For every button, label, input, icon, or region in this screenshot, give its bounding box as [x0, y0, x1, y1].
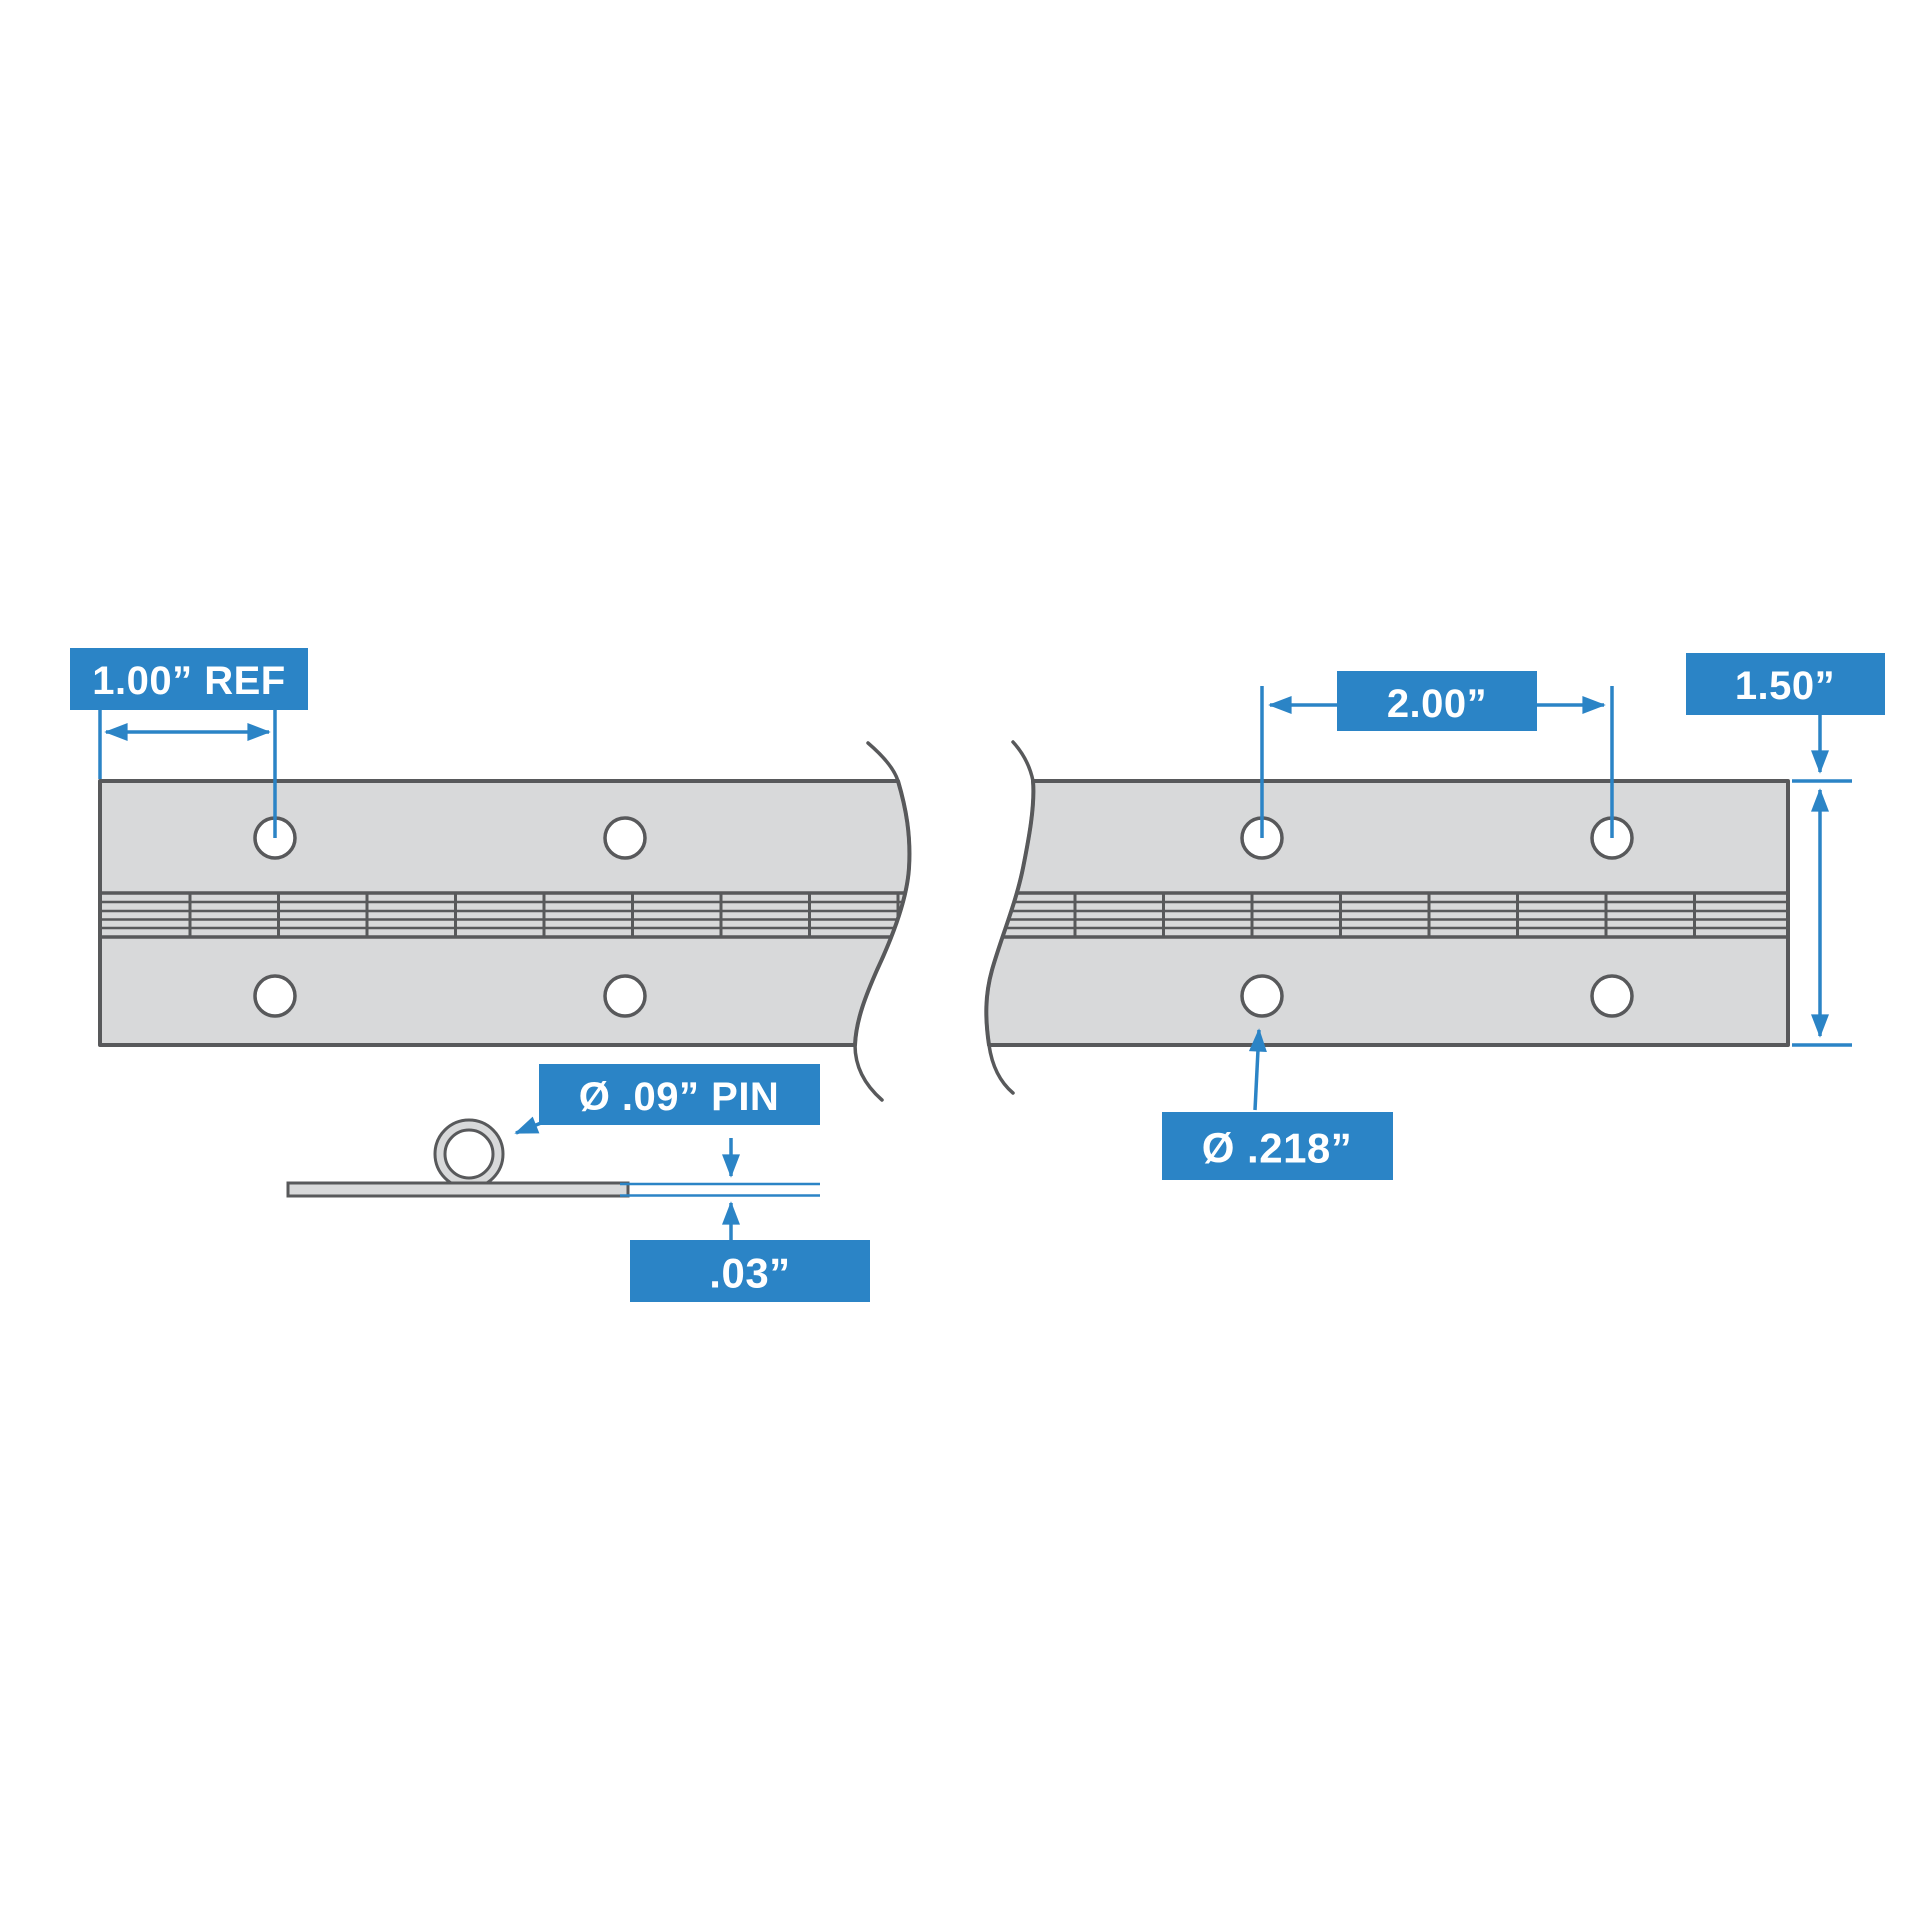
- dimension-label-box: [1686, 653, 1885, 715]
- screw-hole: [1240, 974, 1284, 1018]
- dimension-hole-diameter: Ø .218”: [1162, 1028, 1393, 1180]
- screw-holes: [253, 816, 1634, 1018]
- break-line-left: [853, 741, 912, 1102]
- dimension-label-box: [70, 648, 308, 710]
- leader-line: [514, 1116, 542, 1135]
- dimension-hole-spacing: 2.00”: [1260, 671, 1614, 838]
- dimension-label: 2.00”: [1387, 682, 1487, 726]
- hinge-side-view: [286, 1118, 820, 1198]
- dimension-hole-offset-ref: 1.00” REF: [70, 648, 308, 838]
- dimension-label-box: [630, 1240, 870, 1302]
- dimension-label: 1.00” REF: [92, 659, 285, 703]
- screw-hole: [603, 974, 647, 1018]
- dimension-label-box: [539, 1064, 820, 1125]
- hinge-left-segment: [98, 779, 912, 1047]
- screw-hole: [253, 974, 297, 1018]
- leader-line: [1248, 1028, 1267, 1111]
- break-line-right: [984, 740, 1036, 1095]
- knuckle-dividers: [188, 893, 1696, 937]
- hinge-leaf-profile: [286, 1181, 630, 1198]
- thickness-extension-lines: [620, 1182, 820, 1197]
- dimension-label: Ø .218”: [1202, 1125, 1353, 1172]
- dimension-label: 1.50”: [1735, 664, 1835, 708]
- dimension-label-box: [1162, 1112, 1393, 1180]
- dimension-material-thickness: .03”: [630, 1138, 870, 1302]
- screw-hole: [1590, 974, 1634, 1018]
- screw-hole: [603, 816, 647, 860]
- hinge-right-segment: [984, 779, 1790, 1047]
- dimension-label: .03”: [709, 1250, 790, 1297]
- dimension-label: Ø .09” PIN: [579, 1075, 780, 1119]
- dimension-leaf-width: 1.50”: [1686, 653, 1885, 1047]
- pin-curl-inner: [443, 1128, 495, 1180]
- hinge-top-view: [98, 740, 1790, 1102]
- dimension-label-box: [1337, 671, 1537, 731]
- dimension-pin-diameter: Ø .09” PIN: [514, 1064, 820, 1135]
